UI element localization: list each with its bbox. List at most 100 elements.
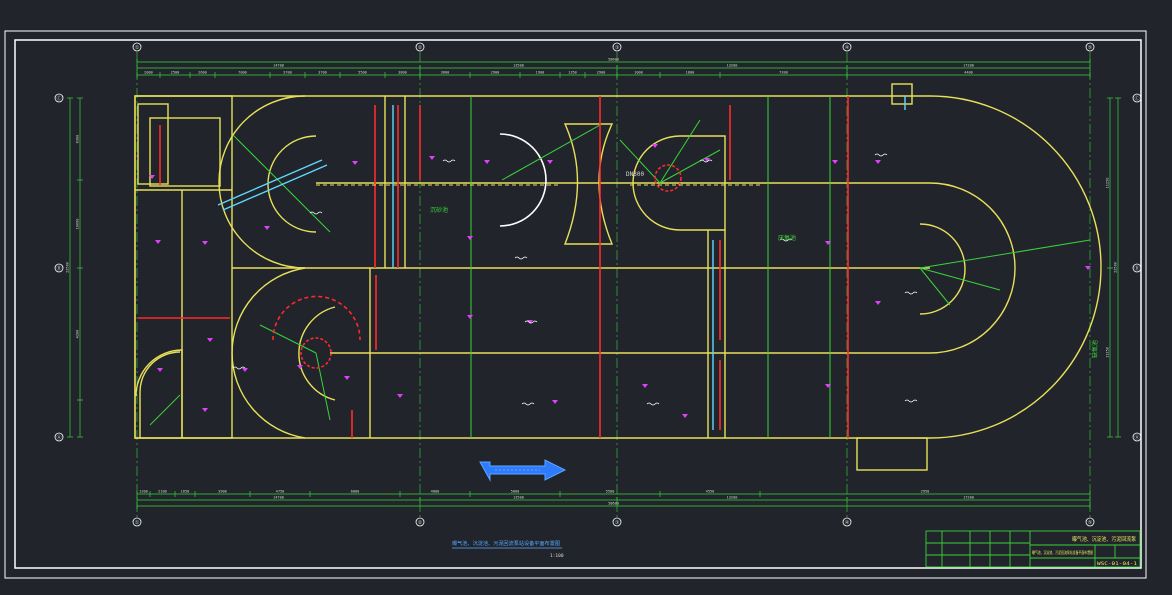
dim-top-axis-label-2: 13200 bbox=[727, 64, 738, 68]
aerator-marker-20 bbox=[527, 320, 533, 324]
title-block-drawing-no: WSC-01-04-1 bbox=[1097, 561, 1138, 566]
aerator-marker-3 bbox=[207, 338, 213, 342]
dim-bottom-seg-label-0: 1200 bbox=[139, 490, 148, 494]
dim-top-seg-label-9: 2900 bbox=[491, 71, 500, 75]
room-label-1: 沉砂池 bbox=[430, 206, 448, 214]
dim-left-seg-label-1: 10000 bbox=[76, 219, 80, 230]
dim-top-axis-label-3: 17200 bbox=[963, 64, 974, 68]
dim-top-seg-label-3: 7000 bbox=[238, 71, 247, 75]
inner-frame bbox=[14, 39, 1142, 569]
aerator-marker-10 bbox=[547, 160, 553, 164]
wave-symbol-0 bbox=[309, 211, 323, 215]
control-room bbox=[149, 117, 221, 187]
axis-label-col-1-1: ① bbox=[135, 520, 140, 526]
dashed-headers bbox=[316, 184, 760, 354]
aerator-marker-14 bbox=[832, 160, 838, 164]
aerator-marker-2 bbox=[155, 240, 161, 244]
water-wave-symbols bbox=[232, 153, 918, 406]
axis-bubble-row-1-1 bbox=[1132, 93, 1142, 103]
axis-bubble-row-2-0 bbox=[54, 263, 64, 273]
dim-top-seg-label-12: 2900 bbox=[597, 71, 606, 75]
dim-top-seg-label-15: 7200 bbox=[779, 71, 788, 75]
dim-top-axis-label-0: 14700 bbox=[273, 64, 284, 68]
title-block-drawing-name: 曝气池、沉淀池、污泥回流泵站设备平面布置图 bbox=[1032, 549, 1093, 555]
wave-symbol-6 bbox=[699, 159, 713, 163]
dim-bottom-axis-label-2: 13200 bbox=[727, 496, 738, 500]
line-green-k bbox=[149, 394, 181, 426]
axis-label-col-3-0: ③ bbox=[615, 45, 620, 51]
axis-bubble-row-1-0 bbox=[54, 93, 64, 103]
axis-label-col-4-0: ④ bbox=[845, 45, 850, 51]
axis-label-col-5-0: ⑤ bbox=[1088, 45, 1093, 51]
aerator-marker-17 bbox=[875, 301, 881, 305]
right-race-outer bbox=[929, 182, 1016, 354]
aerator-markers bbox=[149, 144, 1091, 418]
dim-top-seg-label-16: 4400 bbox=[964, 71, 973, 75]
dim-top-seg-label-0: 2000 bbox=[144, 71, 153, 75]
wave-symbol-5 bbox=[646, 402, 660, 406]
dim-bottom-seg-label-3: 3900 bbox=[218, 490, 227, 494]
dim-bottom-seg-label-10: 2950 bbox=[921, 490, 930, 494]
aerator-marker-27 bbox=[242, 368, 248, 372]
axis-bubble-col-4-0 bbox=[842, 42, 852, 52]
aerator-marker-18 bbox=[1085, 266, 1091, 270]
line-green-g bbox=[659, 119, 701, 184]
dim-top-seg-label-4: 3700 bbox=[283, 71, 292, 75]
dim-left-overall-label-0: 22500 bbox=[66, 262, 70, 273]
axis-label-row-1-0: Ⓒ bbox=[56, 95, 61, 102]
room-label-2: 厌氧池 bbox=[778, 234, 796, 242]
left-corridor-arc bbox=[139, 351, 181, 438]
dim-bottom-seg-label-4: 4750 bbox=[276, 490, 285, 494]
dim-right-overall-label-0: 22500 bbox=[1114, 262, 1118, 273]
dim-top-seg-label-2: 2600 bbox=[198, 71, 207, 75]
line-green-f bbox=[619, 139, 661, 184]
dim-top-seg-label-5: 3700 bbox=[318, 71, 327, 75]
left-room-outline bbox=[134, 95, 233, 439]
dim-top-seg-label-6: 5500 bbox=[358, 71, 367, 75]
dim-bottom-seg-label-7: 5800 bbox=[511, 490, 520, 494]
internal-green-lines bbox=[149, 96, 1091, 438]
aerator-marker-15 bbox=[875, 160, 881, 164]
pipe-cyan-diag-2 bbox=[222, 164, 328, 211]
upper-left-race-inner bbox=[267, 135, 317, 233]
aerator-marker-22 bbox=[642, 384, 648, 388]
line-green-a bbox=[232, 134, 331, 233]
tank-walls bbox=[134, 83, 1102, 471]
wave-symbol-2 bbox=[514, 256, 528, 260]
dim-top-axis-label-1: 13500 bbox=[513, 64, 524, 68]
center-hourglass bbox=[563, 123, 614, 245]
aerator-marker-6 bbox=[264, 226, 270, 230]
dim-left-seg-label-0: 8300 bbox=[76, 135, 80, 144]
dim-bottom-seg-label-6: 4800 bbox=[431, 490, 440, 494]
aerator-marker-13 bbox=[704, 158, 710, 162]
left-bottom-arc bbox=[135, 349, 183, 438]
title-block-frame bbox=[925, 530, 1141, 568]
dim-top-overall-label-0: 58600 bbox=[608, 58, 619, 62]
aerator-marker-24 bbox=[825, 384, 831, 388]
aerator-marker-7 bbox=[352, 161, 358, 165]
dim-bottom-seg-label-5: 6800 bbox=[351, 490, 360, 494]
dim-bottom-seg-label-1: 2100 bbox=[158, 490, 167, 494]
dim-top-seg-label-1: 2500 bbox=[171, 71, 180, 75]
flow-direction-arrow bbox=[479, 459, 567, 482]
line-green-j bbox=[315, 352, 331, 421]
dim-top-seg-label-13: 1000 bbox=[634, 71, 643, 75]
aerator-marker-25 bbox=[344, 376, 350, 380]
tag-label: DN300 bbox=[626, 171, 644, 178]
axis-bubble-col-2-1 bbox=[415, 517, 425, 527]
title-block-project: 曝气池、沉淀池、污泥回流泵 bbox=[1072, 535, 1136, 543]
axis-bubble-row-2-1 bbox=[1132, 263, 1142, 273]
axis-bubble-col-5-0 bbox=[1085, 42, 1095, 52]
red-pipes bbox=[138, 96, 849, 438]
axis-label-col-2-0: ② bbox=[418, 45, 423, 51]
aerator-marker-23 bbox=[682, 414, 688, 418]
axis-label-col-2-1: ② bbox=[418, 520, 423, 526]
line-green-d bbox=[919, 267, 1001, 291]
cyan-pipes bbox=[217, 96, 906, 430]
upper-mid-race bbox=[632, 135, 726, 231]
line-green-c bbox=[919, 239, 1091, 269]
pipe-red-circle-2 bbox=[654, 164, 682, 192]
aerator-marker-5 bbox=[202, 408, 208, 412]
dim-bottom-seg-label-2: 1650 bbox=[181, 490, 190, 494]
